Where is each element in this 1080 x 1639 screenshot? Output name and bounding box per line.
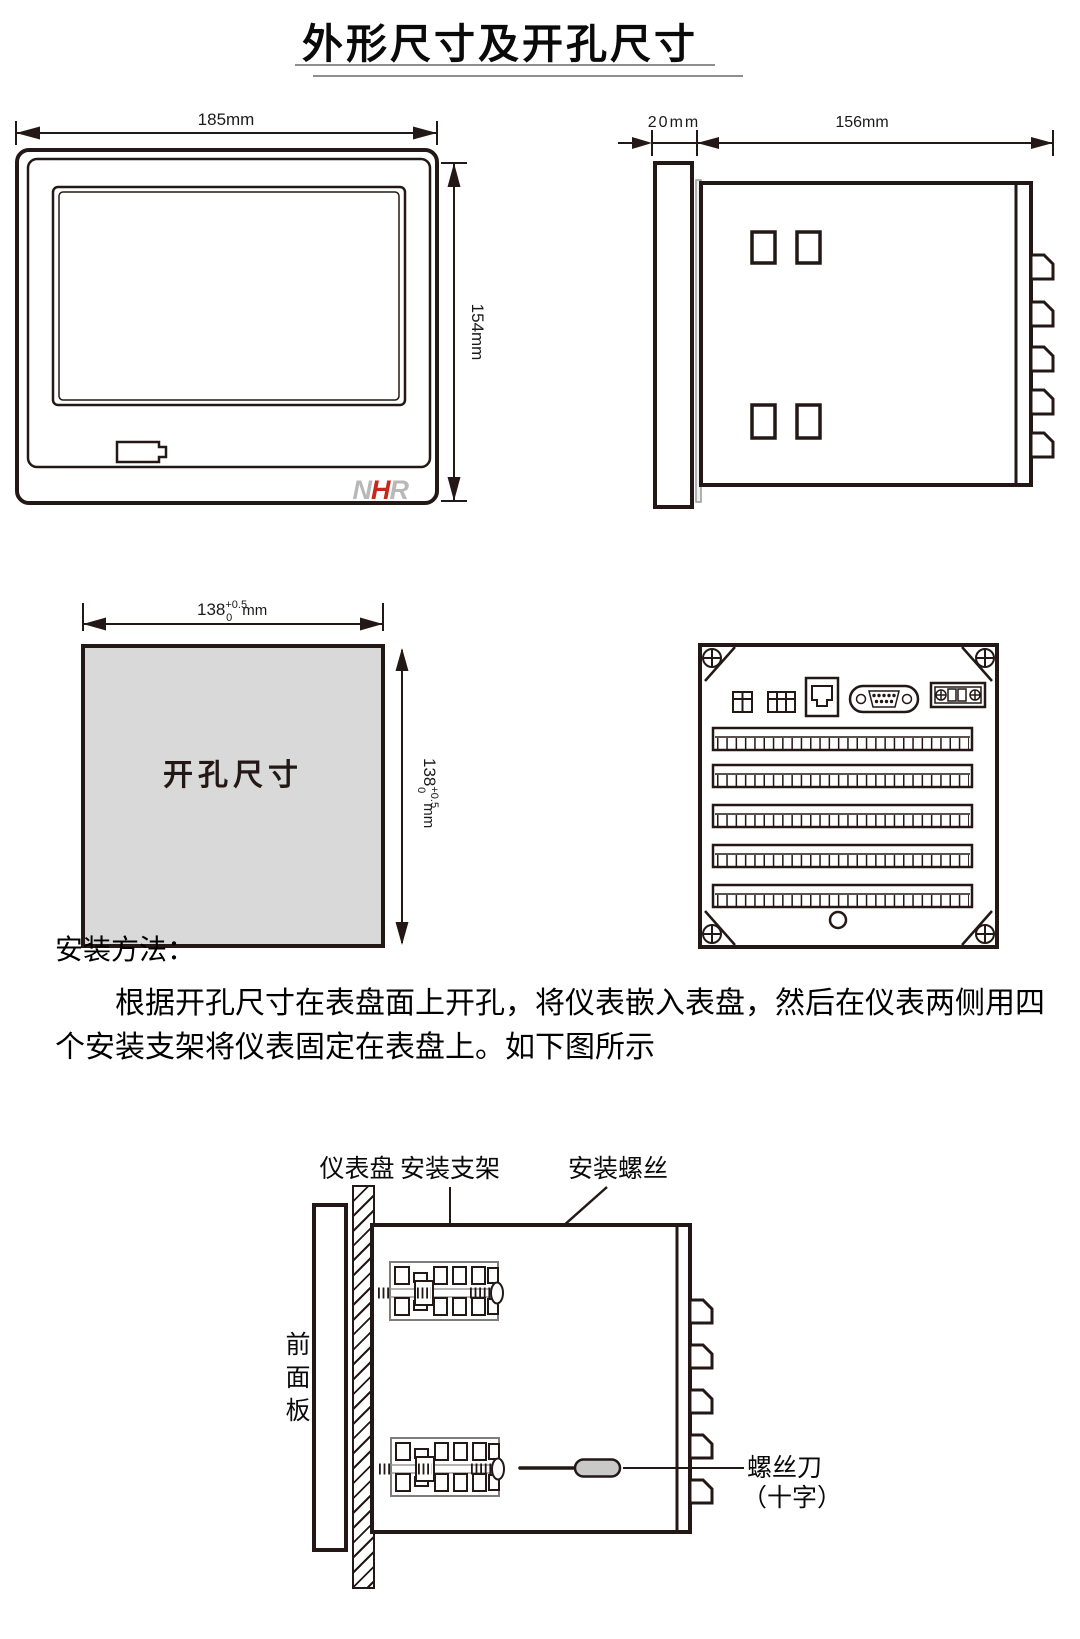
front-view-drawing: 185mm NHR 154mm bbox=[15, 110, 487, 505]
cutout-label: 开孔尺寸 bbox=[163, 759, 303, 792]
svg-text:板: 板 bbox=[285, 1397, 310, 1425]
screw-head bbox=[490, 1281, 504, 1305]
terminal-strip bbox=[711, 726, 974, 752]
side-length-label: 156mm bbox=[835, 114, 888, 131]
side-depth-label: 20mm bbox=[648, 114, 700, 131]
panel-label: 仪表盘 bbox=[319, 1155, 394, 1183]
installation-instructions: 安装方法： 根据开孔尺寸在表盘面上开孔，将仪表嵌入表盘，然后在仪表两侧用四个安装… bbox=[55, 928, 1050, 1069]
brand-logo: NHR bbox=[353, 475, 410, 505]
front-bezel-side bbox=[653, 161, 694, 509]
ethernet-port bbox=[804, 676, 840, 718]
power-terminal bbox=[929, 681, 987, 709]
terminal-teeth-side bbox=[1029, 253, 1055, 459]
svg-text:面: 面 bbox=[285, 1365, 310, 1392]
mounting-bracket bbox=[378, 1261, 504, 1321]
front-height-label: 154mm bbox=[468, 304, 487, 361]
terminal-3pin bbox=[767, 691, 796, 713]
screwdriver-handle bbox=[573, 1458, 622, 1478]
screwdriver bbox=[518, 1458, 744, 1478]
db9-serial-port bbox=[848, 684, 920, 714]
front-height-dimension: 154mm bbox=[441, 162, 487, 502]
terminal-strip bbox=[711, 763, 974, 789]
mounting-bracket bbox=[379, 1437, 505, 1497]
screw-label: 安装螺丝 bbox=[568, 1155, 668, 1183]
front-width-dimension: 185mm bbox=[15, 110, 438, 145]
rear-view-drawing bbox=[698, 643, 999, 949]
terminal-2pin bbox=[732, 691, 753, 713]
svg-text:前: 前 bbox=[285, 1331, 310, 1359]
front-panel-outline: NHR bbox=[15, 148, 439, 505]
bracket-label: 安装支架 bbox=[400, 1155, 500, 1183]
terminal-strip bbox=[711, 843, 974, 869]
terminal-strip bbox=[711, 883, 974, 909]
screwdriver-label: 螺丝刀 bbox=[747, 1454, 822, 1482]
screwdriver-type-label: （十字） bbox=[742, 1484, 842, 1512]
title-underline-2 bbox=[313, 75, 743, 77]
rear-connectors bbox=[732, 676, 987, 718]
side-dimensions: 20mm 156mm bbox=[618, 114, 1054, 156]
installation-heading: 安装方法： bbox=[55, 935, 196, 966]
side-view-drawing: 20mm 156mm bbox=[618, 114, 1055, 509]
terminal-strip bbox=[711, 803, 974, 829]
side-body bbox=[653, 161, 1055, 509]
front-width-label: 185mm bbox=[198, 110, 255, 129]
corner-screws bbox=[702, 648, 995, 944]
terminal-teeth bbox=[688, 1298, 714, 1505]
installation-paragraph: 根据开孔尺寸在表盘面上开孔，将仪表嵌入表盘，然后在仪表两侧用四个安装支架将仪表固… bbox=[55, 987, 1045, 1064]
display-screen bbox=[51, 185, 407, 407]
installation-diagram: 仪表盘 安装支架 安装螺丝 前 面 板 bbox=[285, 1155, 842, 1552]
cutout-square bbox=[81, 644, 385, 948]
screw-head bbox=[491, 1457, 505, 1481]
front-panel-label: 前 面 板 bbox=[285, 1331, 310, 1425]
page-title: 外形尺寸及开孔尺寸 bbox=[302, 21, 698, 67]
terminal-strips bbox=[711, 726, 974, 909]
cutout-height-label: 138+0.50mm bbox=[415, 758, 440, 828]
rear-hole bbox=[828, 910, 848, 930]
cutout-height-dimension: 138+0.50mm bbox=[395, 648, 440, 945]
front-panel-rect bbox=[312, 1203, 348, 1552]
usb-slot bbox=[115, 440, 168, 464]
title-underline-1 bbox=[295, 64, 715, 66]
